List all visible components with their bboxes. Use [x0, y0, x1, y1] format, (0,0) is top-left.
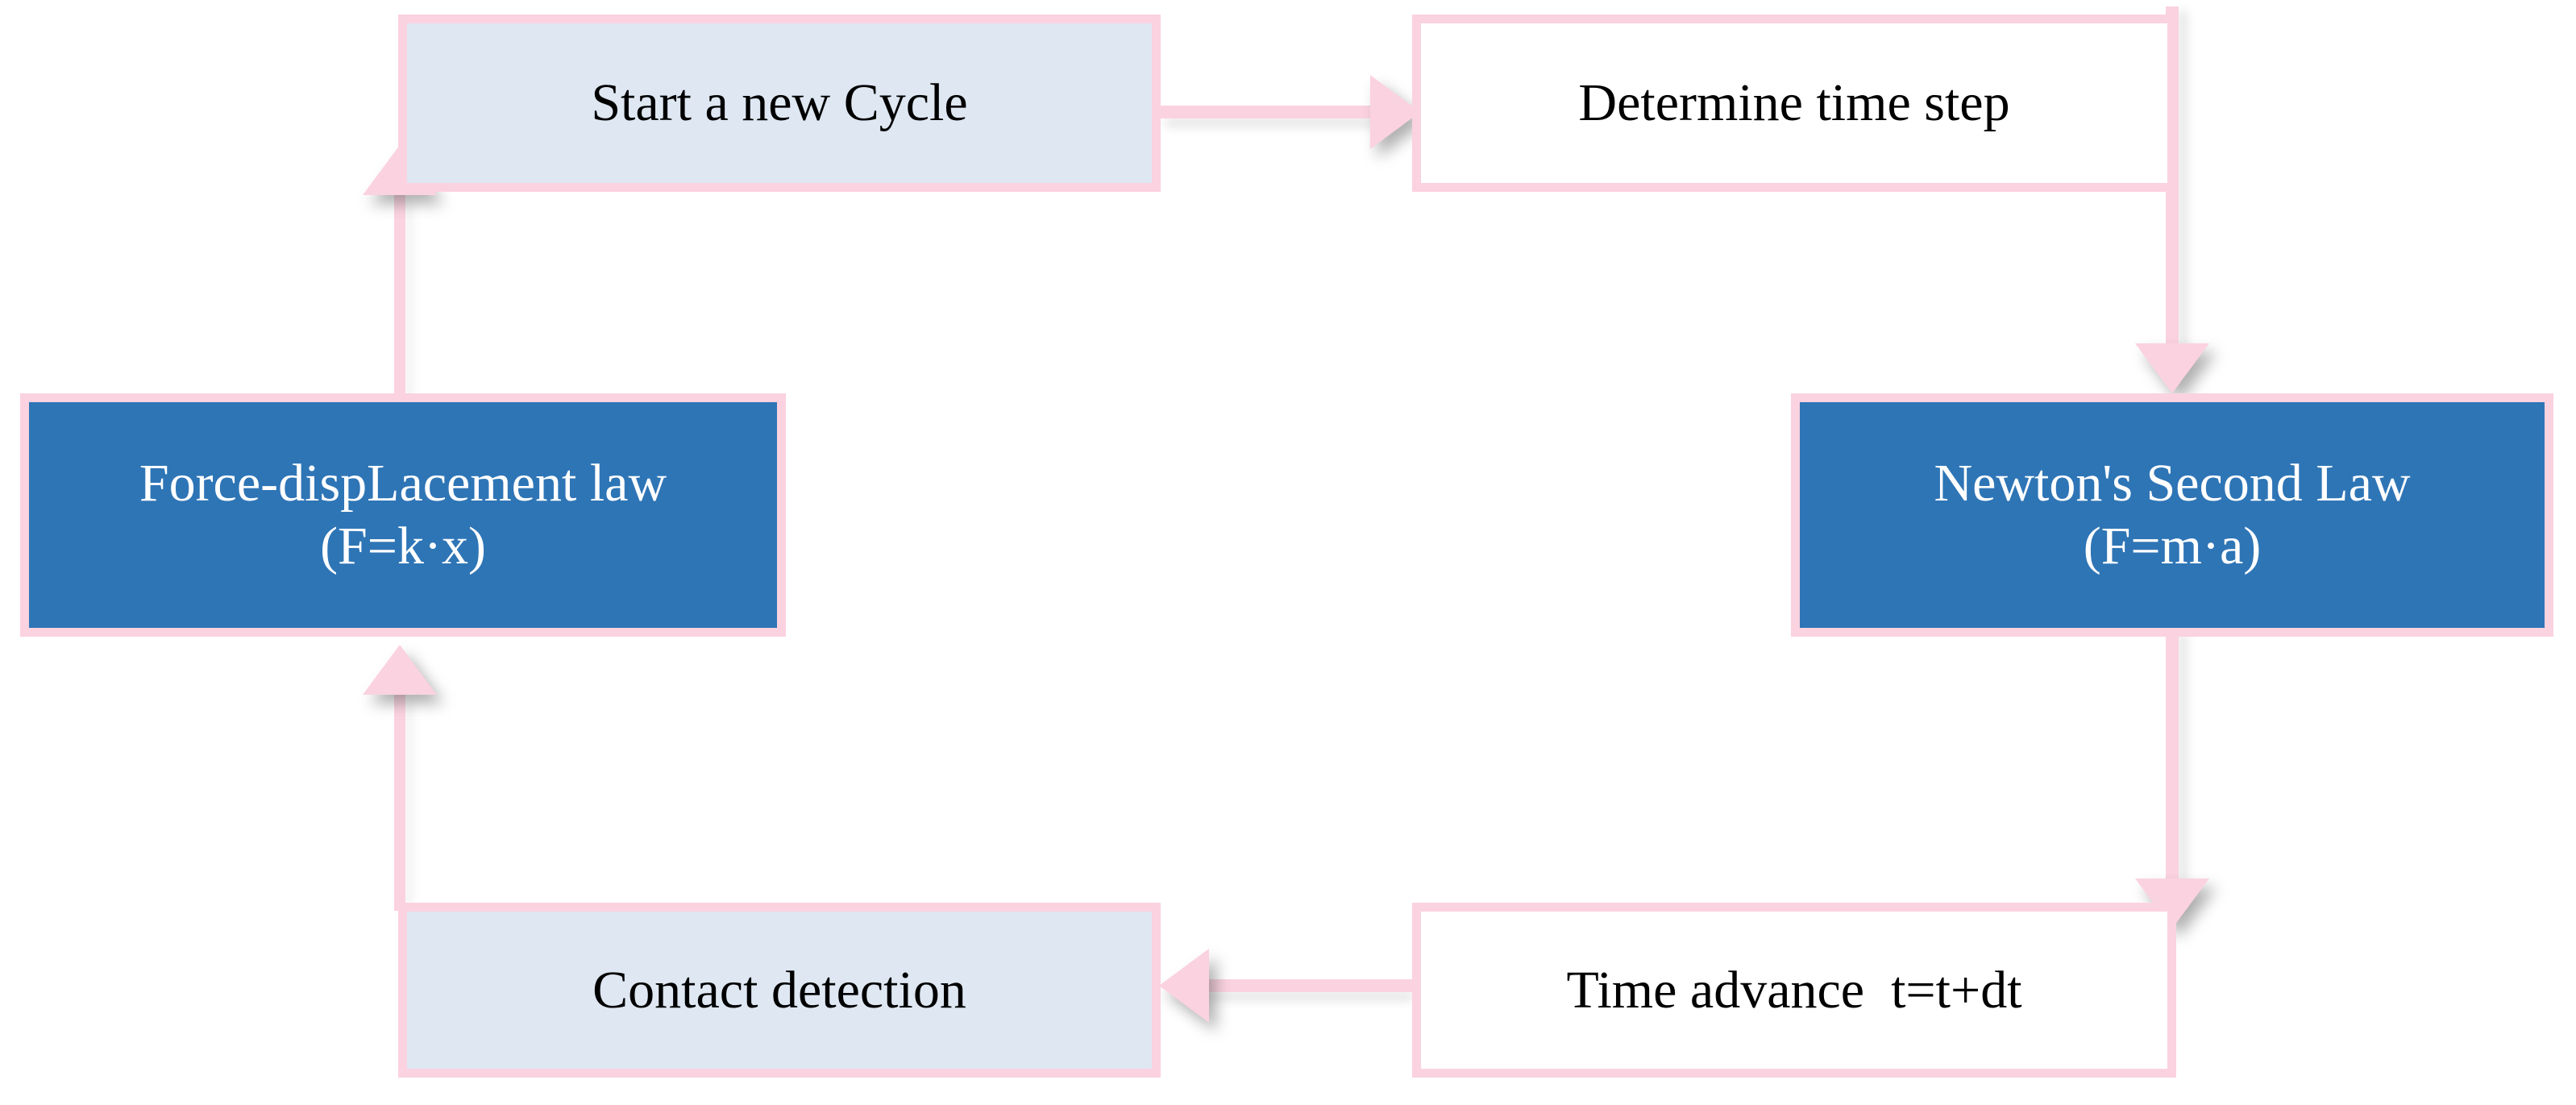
edge-newton-to-time-advance-shaft [2166, 629, 2179, 911]
edge-contact-to-force-shaft [394, 693, 405, 911]
node-contact-detection[interactable]: Contact detection [398, 903, 1161, 1078]
node-determine-time-step[interactable]: Determine time step [1412, 15, 2176, 192]
node-start-a-new-cycle[interactable]: Start a new Cycle [398, 15, 1161, 192]
node-start-a-new-cycle-label: Start a new Cycle [591, 73, 968, 133]
edge-determine-to-newton-arrowhead [2135, 343, 2209, 393]
edge-time-advance-to-contact-shaft [1185, 979, 1419, 992]
node-force-displacement-law[interactable]: Force-dispLacement law (F=k·x) [20, 393, 786, 637]
edge-contact-to-force-arrowhead [363, 645, 437, 695]
node-determine-time-step-label: Determine time step [1578, 73, 2010, 133]
edge-start-to-determine-arrowhead [1370, 75, 1420, 149]
node-force-displacement-law-formula: (F=k·x) [320, 517, 486, 575]
node-contact-detection-label: Contact detection [592, 960, 966, 1020]
node-newtons-second-law-formula: (F=m·a) [2083, 517, 2262, 575]
node-time-advance[interactable]: Time advance t=t+dt [1412, 903, 2176, 1078]
edge-start-to-determine-shaft [1161, 106, 1386, 118]
node-newtons-second-law[interactable]: Newton's Second Law (F=m·a) [1791, 393, 2553, 637]
edge-time-advance-to-contact-arrowhead [1159, 949, 1209, 1023]
edge-force-to-start-shaft [394, 193, 405, 403]
node-newtons-second-law-label: Newton's Second Law [1934, 454, 2411, 513]
node-force-displacement-law-label: Force-dispLacement law [139, 454, 667, 513]
node-time-advance-label: Time advance t=t+dt [1566, 960, 2022, 1020]
